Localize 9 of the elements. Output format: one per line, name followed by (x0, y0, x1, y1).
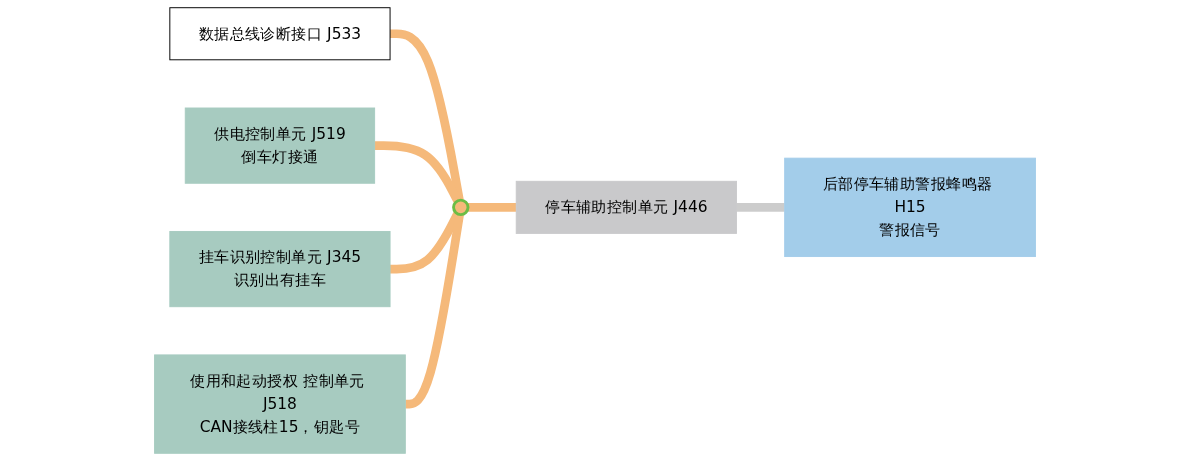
node-circle (452, 198, 470, 217)
node-box: 后部停车辅助警报蜂鸣器 H15 警报信号 (784, 157, 1036, 258)
node-box: 停车辅助控制单元 J446 (515, 180, 737, 234)
connector (736, 203, 785, 212)
node-box: 供电控制单元 J519 倒车灯接通 (184, 107, 376, 184)
connector (467, 203, 517, 212)
node-box: 使用和起动授权 控制单元 J518 CAN接线柱15，钥匙号 (154, 354, 406, 454)
node-box: 挂车识别控制单元 J345 识别出有挂车 (169, 231, 391, 308)
node-box: 数据总线诊断接口 J533 (169, 7, 391, 61)
